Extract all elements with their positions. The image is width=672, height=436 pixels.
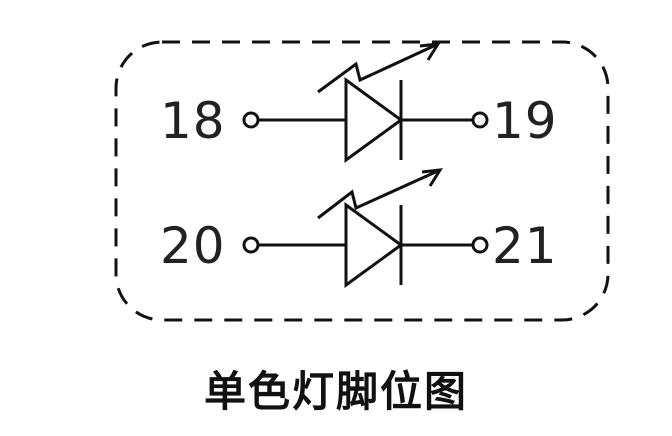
pin-terminal-19	[471, 111, 489, 129]
pin-terminal-18	[242, 111, 260, 129]
emission-arrow-top	[317, 42, 439, 94]
led-top	[242, 42, 489, 163]
diode-symbol-bottom	[344, 202, 404, 288]
pin-label-20: 20	[160, 217, 226, 275]
package-outline	[114, 40, 610, 322]
pin-label-18: 18	[160, 92, 226, 150]
pin-terminal-20	[242, 236, 260, 254]
pin-label-19: 19	[492, 92, 558, 150]
diode-symbol-top	[344, 77, 404, 163]
diagram-caption: 单色灯脚位图	[203, 367, 468, 416]
emission-arrow-bottom	[317, 168, 441, 220]
led-bottom	[242, 168, 489, 288]
pin-label-21: 21	[492, 217, 558, 275]
pin-terminal-21	[471, 236, 489, 254]
led-pinout-diagram	[114, 40, 610, 322]
